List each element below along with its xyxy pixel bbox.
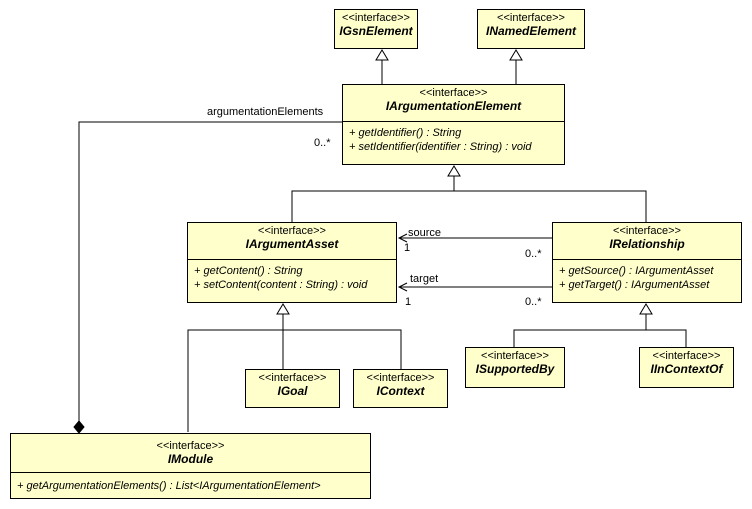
class-iargumentasset[interactable]: <<interface>> IArgumentAsset + getConten… [187, 222, 397, 303]
multiplicity-label: 0..* [314, 137, 331, 149]
stereotype-label: <<interface>> [366, 372, 435, 384]
target-arrowhead [397, 282, 408, 292]
generalization-arrowhead [447, 165, 461, 177]
class-iargumentationelement[interactable]: <<interface>> IArgumentationElement + ge… [342, 84, 565, 165]
generalization-arrowhead [375, 49, 389, 61]
stereotype-label: <<interface>> [342, 12, 410, 24]
multiplicity-label: 0..* [525, 248, 542, 260]
operation: + getContent() : String [194, 265, 303, 277]
generalization-edge [291, 190, 647, 222]
class-irelationship[interactable]: <<interface>> IRelationship + getSource(… [552, 222, 742, 303]
class-name: IRelationship [609, 237, 685, 251]
class-icontext[interactable]: <<interface>> IContext [353, 369, 448, 408]
generalization-edge [187, 329, 402, 432]
operation: + setContent(content : String) : void [194, 279, 368, 291]
multiplicity-label: 1 [405, 296, 412, 308]
class-name: IGoal [277, 384, 308, 398]
class-name: IGsnElement [339, 24, 413, 38]
stereotype-label: <<interface>> [613, 225, 681, 237]
generalization-arrowhead [639, 303, 653, 315]
stereotype-label: <<interface>> [652, 350, 721, 362]
stereotype-label: <<interface>> [481, 350, 549, 362]
generalization-arrowhead [276, 303, 290, 315]
stereotype-label: <<interface>> [156, 440, 225, 452]
class-igoal[interactable]: <<interface>> IGoal [245, 369, 340, 408]
operations-compartment: + getContent() : String + setContent(con… [188, 259, 396, 296]
class-name: IContext [376, 384, 425, 398]
role-label-target: target [410, 273, 439, 285]
class-name: IInContextOf [650, 362, 723, 376]
operation: + getArgumentationElements() : List<IArg… [17, 480, 321, 492]
composition-diamond [73, 420, 85, 434]
class-imodule[interactable]: <<interface>> IModule + getArgumentation… [10, 433, 371, 499]
role-label-source: source [408, 227, 442, 239]
stereotype-label: <<interface>> [258, 372, 327, 384]
operation: + getSource() : IArgumentAsset [559, 265, 714, 277]
source-arrowhead [397, 233, 408, 243]
operations-compartment: + getArgumentationElements() : List<IArg… [11, 472, 370, 497]
operations-compartment: + getIdentifier() : String + setIdentifi… [343, 121, 564, 158]
class-iincontextof[interactable]: <<interface>> IInContextOf [639, 347, 734, 388]
class-name: IModule [167, 452, 214, 466]
operation: + getTarget() : IArgumentAsset [559, 279, 710, 291]
class-name: ISupportedBy [475, 362, 555, 376]
class-igsnelement[interactable]: <<interface>> IGsnElement [334, 9, 418, 49]
class-name: IArgumentationElement [385, 99, 522, 113]
class-isupportedby[interactable]: <<interface>> ISupportedBy [465, 347, 565, 388]
role-label-argumentation-elements: argumentationElements [207, 106, 324, 118]
class-inamedelement[interactable]: <<interface>> INamedElement [477, 9, 585, 49]
generalization-arrowhead [509, 49, 523, 61]
stereotype-label: <<interface>> [258, 225, 326, 237]
multiplicity-label: 1 [404, 242, 411, 254]
composition-edge [78, 121, 342, 422]
operation: + setIdentifier(identifier : String) : v… [349, 141, 532, 153]
operation: + getIdentifier() : String [349, 127, 462, 139]
generalization-edge [513, 329, 687, 347]
stereotype-label: <<interface>> [419, 87, 488, 99]
multiplicity-label: 0..* [525, 296, 542, 308]
class-name: INamedElement [485, 24, 577, 38]
operations-compartment: + getSource() : IArgumentAsset + getTarg… [553, 259, 741, 296]
stereotype-label: <<interface>> [497, 12, 565, 24]
class-name: IArgumentAsset [245, 237, 339, 251]
